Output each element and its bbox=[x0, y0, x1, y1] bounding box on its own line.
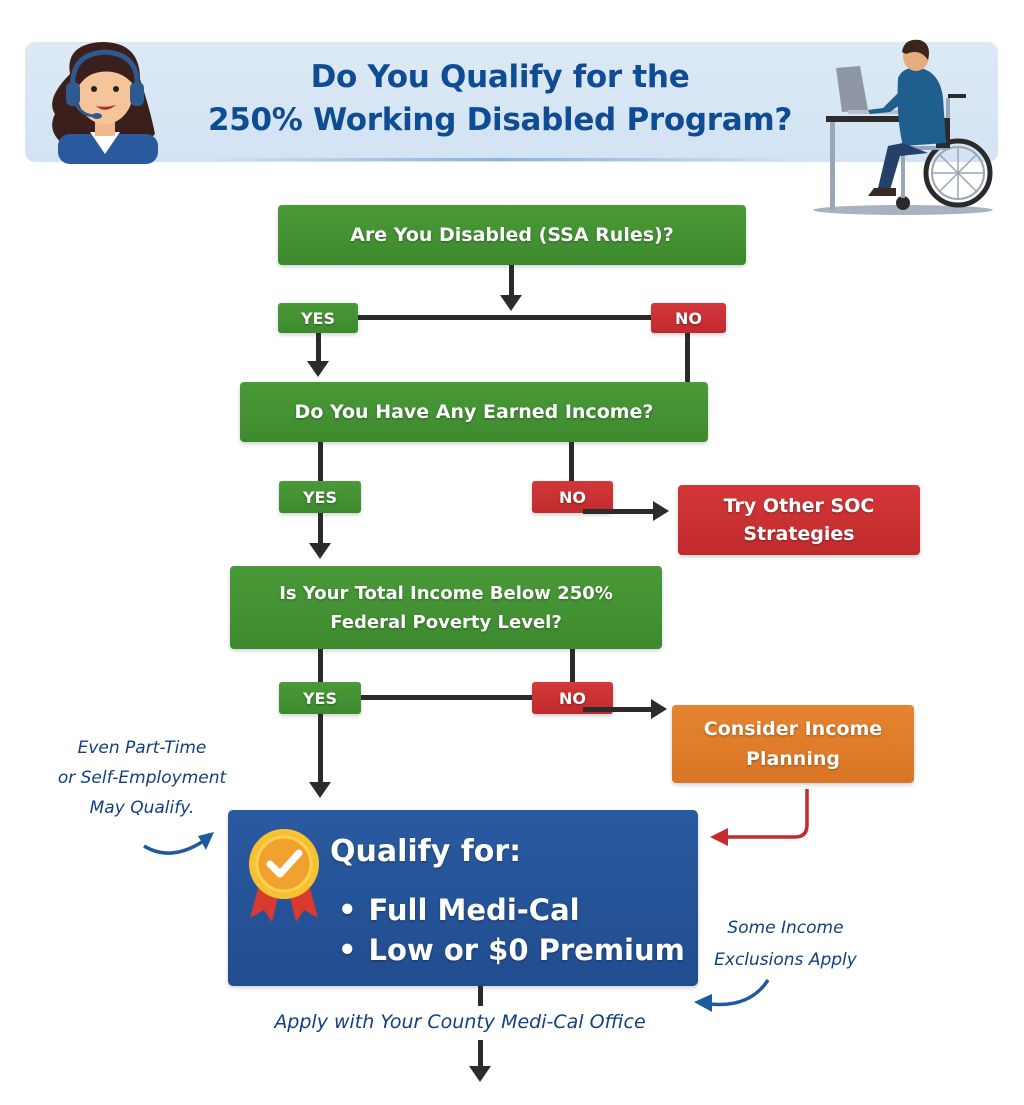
arrow-down-icon bbox=[309, 782, 331, 798]
connector-line bbox=[318, 649, 323, 683]
title-line-1: Do You Qualify for the bbox=[310, 59, 690, 95]
question-3-line-1: Is Your Total Income Below 250% bbox=[279, 582, 613, 604]
connector-line bbox=[570, 649, 575, 683]
answer-yes-badge: YES bbox=[279, 682, 361, 714]
curved-arrow-icon bbox=[694, 979, 770, 1012]
yes-label: YES bbox=[302, 688, 338, 708]
benefits-list: Full Medi-Cal Low or $0 Premium bbox=[338, 890, 685, 970]
arrow-down-icon bbox=[307, 361, 329, 377]
arrow-down-icon bbox=[500, 295, 522, 311]
arrow-right-icon bbox=[651, 699, 667, 719]
no-label: NO bbox=[559, 487, 586, 507]
outcome-line-1: Consider Income bbox=[703, 718, 883, 740]
connector-line bbox=[478, 1040, 483, 1068]
note-line: May Qualify. bbox=[89, 798, 195, 818]
apply-instruction: Apply with Your County Medi-Cal Office bbox=[274, 1011, 646, 1033]
title-line-2: 250% Working Disabled Program? bbox=[207, 102, 793, 138]
curved-arrow-icon bbox=[143, 832, 214, 855]
outcome-line-2: Strategies bbox=[743, 523, 855, 545]
note-part-time-self-employment: Even Part-Time or Self-Employment May Qu… bbox=[42, 733, 242, 823]
question-1-text: Are You Disabled (SSA Rules)? bbox=[350, 224, 674, 246]
benefit-item: Low or $0 Premium bbox=[338, 930, 685, 970]
connector-line bbox=[318, 513, 323, 545]
outcome-try-other-soc-strategies: Try Other SOC Strategies bbox=[678, 485, 920, 555]
connector-line bbox=[583, 509, 655, 514]
note-income-exclusions: Some Income Exclusions Apply bbox=[698, 912, 873, 976]
connector-line bbox=[316, 333, 321, 363]
no-label: NO bbox=[559, 688, 586, 708]
connector-line bbox=[583, 707, 653, 712]
yes-label: YES bbox=[300, 308, 336, 328]
header-banner bbox=[25, 42, 998, 162]
question-earned-income: Do You Have Any Earned Income? bbox=[240, 382, 708, 442]
benefit-item: Full Medi-Cal bbox=[338, 890, 685, 930]
connector-line bbox=[361, 695, 533, 700]
question-income-below-250-fpl: Is Your Total Income Below 250% Federal … bbox=[230, 566, 662, 649]
connector-line bbox=[318, 442, 323, 482]
connector-line bbox=[685, 333, 690, 382]
answer-yes-badge: YES bbox=[278, 303, 358, 333]
question-2-text: Do You Have Any Earned Income? bbox=[294, 401, 654, 423]
result-qualify-box: Qualify for: Full Medi-Cal Low or $0 Pre… bbox=[228, 810, 698, 986]
connector-line bbox=[356, 315, 653, 320]
connector-line bbox=[478, 986, 483, 1006]
note-line: Even Part-Time bbox=[77, 738, 207, 758]
outcome-line-2: Planning bbox=[746, 748, 840, 770]
wheelchair-user-illustration bbox=[813, 39, 993, 215]
award-ribbon-checkmark-icon bbox=[249, 829, 319, 922]
question-disabled-ssa: Are You Disabled (SSA Rules)? bbox=[278, 205, 746, 265]
answer-yes-badge: YES bbox=[279, 481, 361, 513]
answer-no-badge: NO bbox=[651, 303, 726, 333]
note-line: or Self-Employment bbox=[57, 768, 227, 788]
answer-no-badge: NO bbox=[532, 682, 613, 714]
answer-no-badge: NO bbox=[532, 481, 613, 513]
outcome-consider-income-planning: Consider Income Planning bbox=[672, 705, 914, 783]
connector-line bbox=[569, 442, 574, 482]
yes-label: YES bbox=[302, 487, 338, 507]
connector-line bbox=[509, 265, 514, 297]
arrow-down-icon bbox=[469, 1066, 491, 1082]
arrow-down-icon bbox=[309, 543, 331, 559]
arrow-right-icon bbox=[653, 501, 669, 521]
connector-line bbox=[318, 714, 323, 784]
support-agent-illustration bbox=[52, 42, 158, 164]
question-3-line-2: Federal Poverty Level? bbox=[330, 611, 562, 633]
return-arrow-icon bbox=[710, 789, 809, 846]
outcome-line-1: Try Other SOC bbox=[723, 495, 875, 517]
no-label: NO bbox=[675, 308, 702, 328]
result-heading: Qualify for: bbox=[330, 834, 522, 869]
banner-underline bbox=[200, 158, 800, 161]
note-line: Exclusions Apply bbox=[714, 950, 857, 970]
note-line: Some Income bbox=[727, 918, 844, 938]
page-title: Do You Qualify for the 250% Working Disa… bbox=[175, 56, 825, 142]
